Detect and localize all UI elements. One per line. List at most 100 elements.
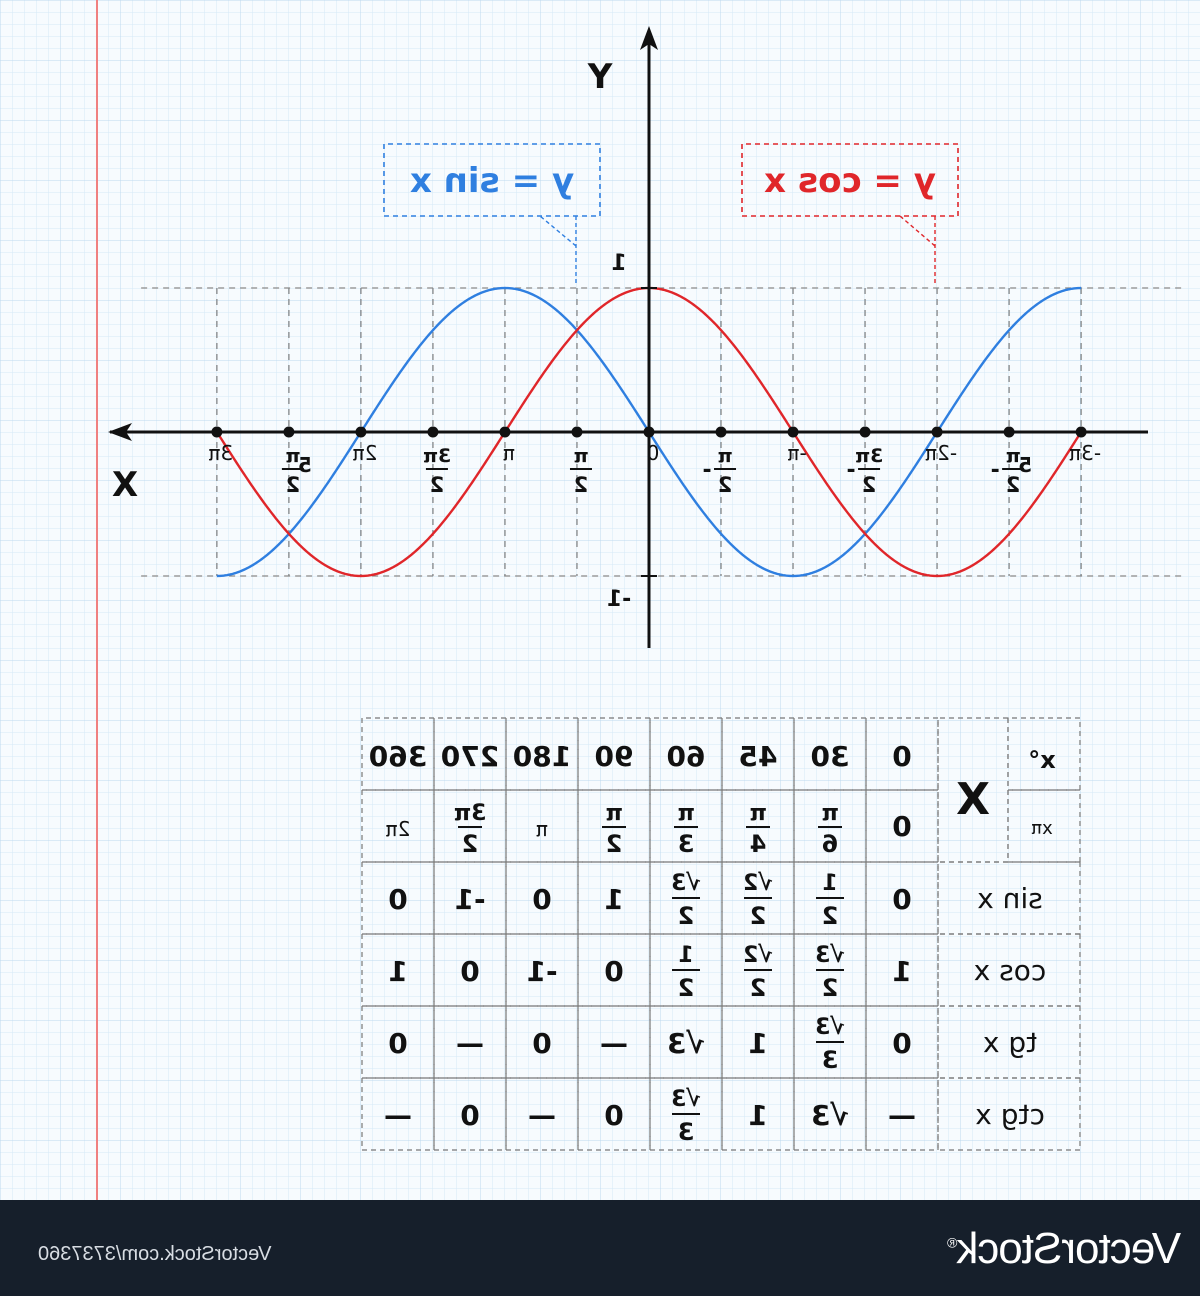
table-row-label-cell	[937, 933, 1081, 1007]
table-value-den: 2	[750, 902, 767, 930]
x-tick-label: 0	[647, 441, 660, 465]
table-radian-den: 2	[462, 830, 479, 858]
table-radian-den: 4	[750, 830, 767, 858]
table-value: -1	[526, 955, 557, 988]
table-value-cell	[361, 1077, 435, 1151]
table-value: 1	[388, 955, 407, 988]
table-value: √3	[667, 1027, 705, 1060]
table-value: 0	[388, 883, 407, 916]
table-value-den: 3	[822, 1046, 839, 1074]
table-radian-den: 2	[606, 830, 623, 858]
cos-callout-label: y = cos x	[764, 161, 936, 201]
x-tick-text: -2π	[925, 441, 957, 465]
x-tick-point	[571, 426, 583, 438]
x-tick-point	[1003, 426, 1015, 438]
table-value-num: √2	[743, 943, 773, 968]
table-value: √3	[811, 1099, 849, 1132]
table-value: 0	[532, 1027, 551, 1060]
table-value: 0	[604, 1099, 623, 1132]
x-tick-num: 3π	[855, 445, 883, 467]
x-tick-num: π	[285, 445, 300, 467]
table-row-label: sin x	[977, 882, 1043, 915]
footer-brand-text: VectorStock	[957, 1224, 1182, 1273]
table-x-rad-label: xπ	[1031, 818, 1053, 839]
table-radian-value: π	[536, 817, 548, 841]
table-degree-value: 0	[892, 740, 911, 773]
table-value: -1	[454, 883, 485, 916]
footer-brand-logo[interactable]: VectorStock®	[948, 1224, 1181, 1274]
x-tick-label: -3π	[1069, 441, 1101, 465]
x-tick-label: π2	[569, 445, 592, 497]
x-tick-text: 2π	[353, 441, 378, 465]
table-row-label-cell	[937, 1005, 1081, 1079]
x-tick-point	[427, 426, 439, 438]
table-degree-value: 30	[811, 740, 850, 773]
x-tick-text: 3π	[208, 441, 233, 465]
x-tick-minus: -	[991, 458, 1000, 483]
table-radian-num: π	[677, 801, 694, 826]
x-tick-num: π	[718, 445, 733, 467]
table-value: —	[528, 1099, 556, 1132]
table-radian-num: π	[821, 801, 838, 826]
table-degree-value: 180	[513, 740, 571, 773]
y-tick-label: -1	[607, 587, 631, 612]
y-axis-arrow	[640, 26, 658, 50]
x-tick-label: 5π2	[281, 445, 312, 497]
x-tick-label: π	[503, 441, 515, 465]
table-radian-num: π	[605, 801, 622, 826]
x-tick-label: -2π	[925, 441, 957, 465]
table-row-label-cell	[937, 1077, 1081, 1151]
table-value: 1	[892, 955, 911, 988]
table-value-den: 2	[678, 974, 695, 1002]
x-tick-point	[283, 426, 295, 438]
chart-axes: XY	[108, 26, 1148, 648]
table-value-num: 1	[678, 943, 693, 968]
footer-bar	[0, 1200, 1200, 1296]
x-tick-den: 2	[574, 473, 589, 497]
x-tick-label: -3π 2	[846, 445, 883, 497]
paper-grid	[0, 0, 1200, 1200]
table-value-den: 3	[678, 1118, 695, 1146]
table-value: —	[456, 1027, 484, 1060]
x-tick-point	[499, 426, 511, 438]
table-value: —	[888, 1099, 916, 1132]
footer-id-text[interactable]: VectorStock.com/3737360	[38, 1243, 272, 1265]
x-tick-label: 2π	[353, 441, 378, 465]
x-tick-num: π	[1006, 445, 1021, 467]
table-value-num: 1	[822, 871, 837, 896]
x-tick-prefix: 5	[298, 453, 312, 477]
x-tick-minus: -	[846, 458, 855, 483]
footer-registered: ®	[948, 1234, 958, 1251]
table-corner-label: X	[956, 774, 990, 825]
table-value: 1	[748, 1099, 767, 1132]
x-tick-text: -3π	[1069, 441, 1101, 465]
table-value: 0	[604, 955, 623, 988]
x-tick-point	[355, 426, 367, 438]
table-degree-value: 360	[369, 740, 427, 773]
table-value: 0	[388, 1027, 407, 1060]
table-value: —	[600, 1027, 628, 1060]
table-radian-den: 6	[822, 830, 839, 858]
x-tick-label: -5π2	[991, 445, 1033, 497]
table-value: 1	[604, 883, 623, 916]
y-tick-label: 1	[611, 251, 626, 276]
table-row-label-cell	[937, 861, 1081, 935]
x-axis-label: X	[112, 465, 138, 505]
table-value: 0	[460, 1099, 479, 1132]
table-degree-value: 60	[667, 740, 706, 773]
x-tick-prefix: 5	[1018, 453, 1032, 477]
sin-callout-label: y = sin x	[410, 161, 574, 201]
y-axis-label: Y	[587, 57, 613, 97]
callouts: y = sin x y = cos x	[383, 143, 959, 284]
x-tick-point	[211, 426, 223, 438]
table-degree-value: 270	[441, 740, 499, 773]
table-value: —	[384, 1099, 412, 1132]
x-tick-minus: -	[702, 458, 711, 483]
x-tick-den: 2	[862, 473, 877, 497]
table-value-num: √3	[815, 943, 845, 968]
table-value-num: √3	[671, 1087, 701, 1112]
x-tick-den: 2	[430, 473, 445, 497]
x-axis-arrow	[108, 423, 132, 441]
